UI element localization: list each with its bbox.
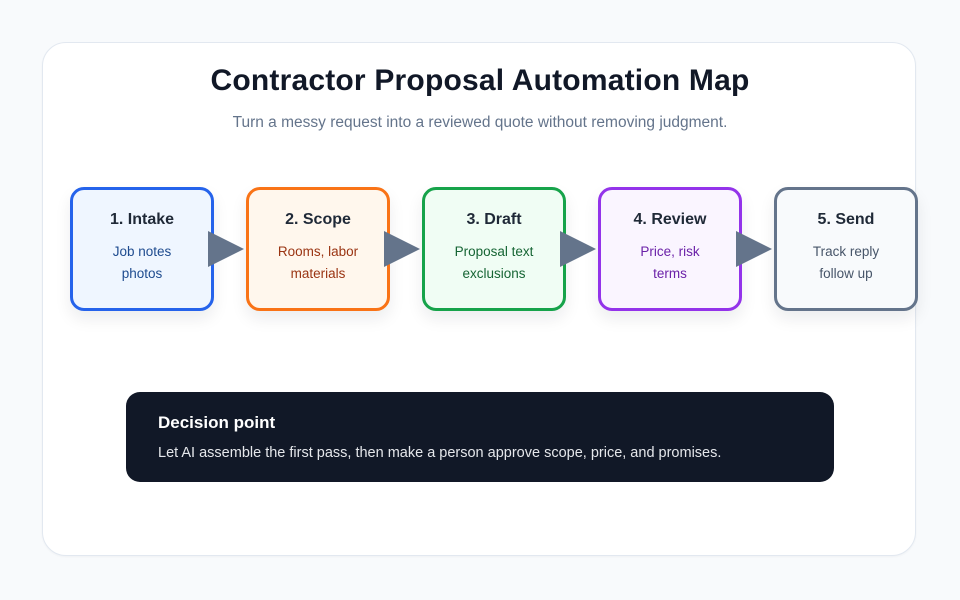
step-detail: photos (121, 266, 163, 281)
step-title: 4. Review (633, 211, 707, 228)
step-detail: follow up (819, 266, 873, 281)
step-draft: 3. Draft Proposal text exclusions (422, 187, 566, 311)
step-detail: terms (653, 266, 687, 281)
step-send: 5. Send Track reply follow up (774, 187, 918, 311)
step-detail: materials (290, 266, 346, 281)
step-scope: 2. Scope Rooms, labor materials (246, 187, 390, 311)
step-title: 3. Draft (466, 211, 522, 228)
diagram-subtitle: Turn a messy request into a reviewed quo… (232, 114, 728, 131)
step-title: 2. Scope (285, 211, 351, 228)
step-detail: Price, risk (640, 244, 700, 259)
decision-panel: Decision point Let AI assemble the first… (126, 392, 834, 482)
arrow-right-icon (384, 231, 420, 267)
step-title: 5. Send (817, 211, 875, 228)
step-title: 1. Intake (109, 211, 175, 228)
step-intake: 1. Intake Job notes photos (70, 187, 214, 311)
decision-title: Decision point (158, 413, 276, 432)
step-detail: Proposal text (454, 244, 534, 259)
arrow-right-icon (736, 231, 772, 267)
arrow-right-icon (560, 231, 596, 267)
step-detail: Rooms, labor (277, 244, 359, 259)
arrow-right-icon (208, 231, 244, 267)
decision-text: Let AI assemble the first pass, then mak… (158, 445, 722, 461)
step-detail: Track reply (812, 244, 880, 259)
step-detail: Job notes (112, 244, 172, 259)
step-review: 4. Review Price, risk terms (598, 187, 742, 311)
diagram-title: Contractor Proposal Automation Map (210, 64, 750, 97)
step-detail: exclusions (462, 266, 526, 281)
